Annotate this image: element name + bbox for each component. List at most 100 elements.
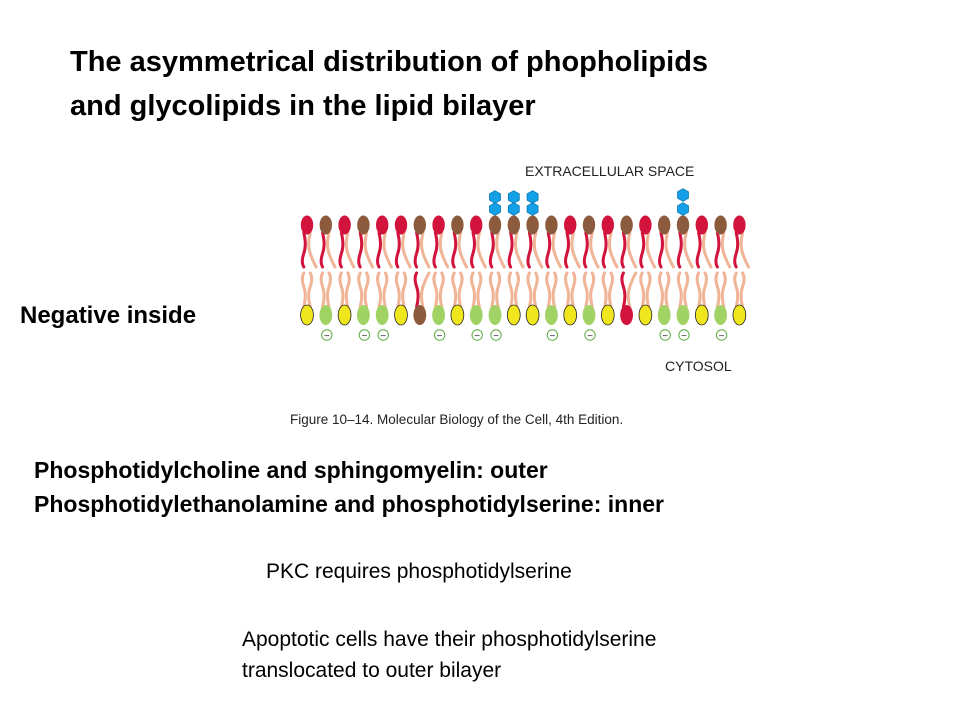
sphingomyelin-head <box>413 215 426 235</box>
inner-lipid-fatty-acid-tail <box>645 271 652 309</box>
sugar-residue <box>677 188 689 202</box>
negative-charge-icon <box>678 329 690 341</box>
phosphatidylethanolamine-head <box>337 304 352 326</box>
inner-lipid-fatty-acid-tail <box>695 271 702 309</box>
inner-lipid-fatty-acid-tail <box>357 271 364 309</box>
negative-charge-symbol: − <box>662 331 668 342</box>
inner-lipid-fatty-acid-tail <box>551 271 558 309</box>
outer-lipid-fatty-acid-tail <box>394 231 401 269</box>
outer-lipid-fatty-acid-tail <box>432 231 439 269</box>
statement-outer: Phosphotidylcholine and sphingomyelin: o… <box>34 457 548 483</box>
outer-lipid-fatty-acid-tail <box>545 231 552 269</box>
inner-lipid-fatty-acid-tail <box>382 271 389 309</box>
outer-lipid-fatty-acid-tail <box>720 231 732 269</box>
negative-charge-symbol: − <box>549 331 555 342</box>
inner-lipid-fatty-acid-tail <box>451 271 458 309</box>
outer-lipid-fatty-acid-tail <box>413 231 420 269</box>
inner-lipid-fatty-acid-tail <box>683 271 690 309</box>
inner-lipid-fatty-acid-tail <box>589 271 596 309</box>
outer-lipid-fatty-acid-tail <box>357 231 364 269</box>
lipid-molecules: −−−−−−−−−−− <box>300 188 751 342</box>
negative-charge-symbol: − <box>681 331 687 342</box>
phosphatidylethanolamine-head <box>506 304 521 326</box>
outer-lipid-fatty-acid-tail <box>664 231 675 269</box>
phosphatidylserine-head <box>319 305 333 325</box>
inner-lipid-fatty-acid-tail <box>300 271 307 309</box>
inner-lipid-fatty-acid-tail <box>639 271 646 309</box>
sphingomyelin-head <box>545 215 558 235</box>
outer-lipid-fatty-acid-tail <box>526 231 533 269</box>
phosphatidylserine-head <box>488 305 502 325</box>
negative-charge-symbol: − <box>493 331 499 342</box>
outer-lipid-fatty-acid-tail <box>514 231 525 269</box>
phosphatidylcholine-head <box>695 215 708 235</box>
inner-lipid-fatty-acid-tail <box>457 271 464 309</box>
phosphatidylethanolamine-head <box>450 304 465 326</box>
phosphatidylethanolamine-head <box>732 304 747 326</box>
phosphatidylserine-head <box>676 305 690 325</box>
negative-charge-symbol: − <box>361 331 367 342</box>
outer-lipid-fatty-acid-tail <box>620 231 627 269</box>
apoptosis-note-line-2: translocated to outer bilayer <box>242 659 502 682</box>
phosphatidylserine-head <box>714 305 727 325</box>
inner-lipid-fatty-acid-tail <box>432 271 439 309</box>
inner-lipid-fatty-acid-tail <box>376 271 382 309</box>
phosphatidylserine-head <box>582 305 596 325</box>
cytosol-label: CYTOSOL <box>665 358 732 374</box>
outer-lipid-fatty-acid-tail <box>570 231 581 269</box>
inner-lipid-fatty-acid-tail <box>714 271 721 309</box>
slide-title: The asymmetrical distribution of phophol… <box>70 40 950 128</box>
sphingomyelin-head <box>319 215 332 235</box>
inner-lipid-fatty-acid-tail <box>626 271 638 309</box>
outer-lipid-fatty-acid-tail <box>551 231 563 269</box>
outer-lipid-fatty-acid-tail <box>676 231 683 269</box>
inner-lipid-fatty-acid-tail <box>658 271 664 309</box>
outer-lipid-fatty-acid-tail <box>626 231 638 269</box>
outer-lipid-fatty-acid-tail <box>695 231 702 269</box>
phosphatidylserine-head <box>657 305 671 325</box>
negative-charge-icon <box>490 329 502 341</box>
lipid-bilayer-figure: EXTRACELLULAR SPACE −−−−−−−−−−− CYTOSOL … <box>290 163 751 427</box>
inner-lipid-fatty-acid-tail <box>570 271 577 309</box>
negative-charge-icon <box>321 329 333 341</box>
phosphatidylcholine-head <box>601 215 614 235</box>
inner-lipid-fatty-acid-tail <box>545 271 552 309</box>
phosphatidylcholine-head <box>733 215 746 235</box>
negative-charge-icon <box>358 329 371 341</box>
phosphatidylethanolamine-head <box>394 304 408 326</box>
outer-lipid-fatty-acid-tail <box>420 231 431 269</box>
phosphatidylethanolamine-head <box>638 304 653 326</box>
outer-lipid-fatty-acid-tail <box>739 231 751 269</box>
inner-lipid-fatty-acid-tail <box>532 271 539 309</box>
inner-lipid-fatty-acid-tail <box>307 271 314 309</box>
apoptosis-note: Apoptotic cells have their phosphotidyls… <box>242 624 656 686</box>
outer-lipid-fatty-acid-tail <box>645 231 657 269</box>
inner-lipid-fatty-acid-tail <box>401 271 408 309</box>
outer-lipid-fatty-acid-tail <box>476 231 487 269</box>
title-line-1: The asymmetrical distribution of phophol… <box>70 46 709 78</box>
phosphatidylcholine-head <box>338 215 351 235</box>
inner-lipid-fatty-acid-tail <box>676 271 683 309</box>
phosphatidylcholine-head <box>620 305 633 325</box>
sphingomyelin-head <box>582 215 596 235</box>
inner-lipid-fatty-acid-tail <box>470 271 476 309</box>
negative-charge-icon <box>471 329 483 341</box>
sphingomyelin-head <box>714 215 727 235</box>
outer-lipid-fatty-acid-tail <box>363 231 375 269</box>
negative-charge-symbol: − <box>587 331 593 342</box>
inner-lipid-fatty-acid-tail <box>702 271 708 309</box>
inner-lipid-fatty-acid-tail <box>413 271 420 309</box>
inner-lipid-fatty-acid-tail <box>620 271 627 309</box>
negative-charge-symbol: − <box>380 331 386 342</box>
outer-lipid-fatty-acid-tail <box>639 231 646 269</box>
negative-charge-symbol: − <box>437 331 443 342</box>
sphingomyelin-head <box>620 215 633 235</box>
phosphatidylserine-head <box>432 305 445 325</box>
inner-lipid-fatty-acid-tail <box>608 271 614 309</box>
phosphatidylethanolamine-head <box>600 304 615 326</box>
phosphatidylserine-head <box>545 305 558 325</box>
inner-lipid-fatty-acid-tail <box>438 271 445 309</box>
sugar-residue <box>507 190 520 204</box>
figure-caption: Figure 10–14. Molecular Biology of the C… <box>290 412 623 427</box>
negative-charge-icon <box>433 329 446 341</box>
